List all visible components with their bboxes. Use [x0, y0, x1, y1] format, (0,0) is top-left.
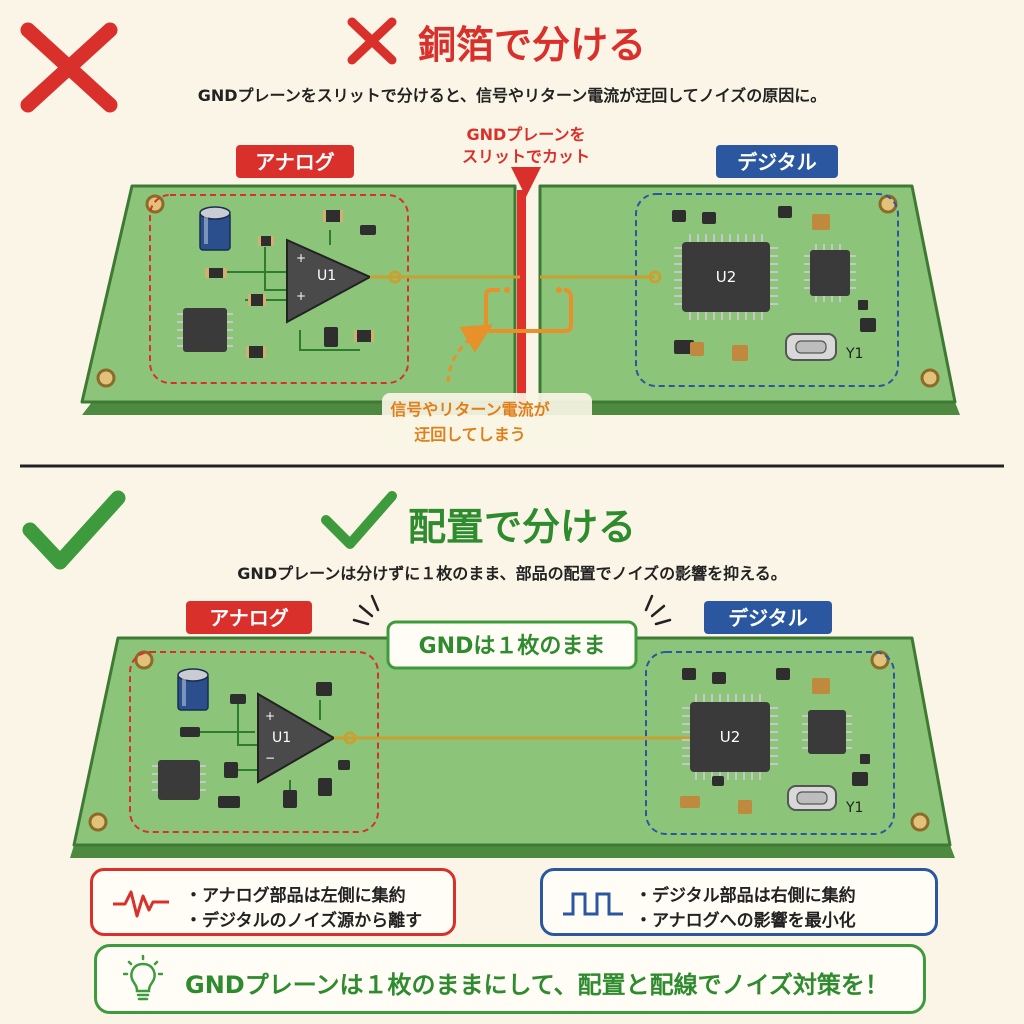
digital-wave-icon: [563, 892, 623, 916]
analog-ic: [177, 308, 233, 352]
analog-notes-box: ・アナログ部品は左側に集約 ・デジタルのノイズ源から離す: [90, 868, 456, 936]
svg-text:+: +: [296, 289, 306, 303]
signal-trace-bottom: [334, 731, 690, 745]
svg-text:GNDプレーンを: GNDプレーンを: [466, 125, 585, 144]
gnd-single-badge: GNDは１枚のまま: [352, 594, 672, 670]
svg-text:スリットでカット: スリットでカット: [462, 147, 590, 166]
svg-text:Y1: Y1: [845, 346, 863, 362]
analog-note-2: ・デジタルのノイズ源から離す: [185, 911, 423, 931]
analog-note-1: ・アナログ部品は左側に集約: [185, 886, 406, 906]
analog-label: アナログ: [236, 145, 354, 178]
svg-text:U1: U1: [317, 268, 336, 284]
digital-note-2: ・アナログへの影響を最小化: [635, 911, 856, 931]
svg-text:U1: U1: [272, 730, 291, 746]
svg-text:アナログ: アナログ: [255, 150, 335, 174]
digital-notes-box: ・デジタル部品は右側に集約 ・アナログへの影響を最小化: [540, 868, 938, 936]
digital-zone: [635, 193, 899, 387]
tip-box: GNDプレーンは１枚のままにして、配置と配線でノイズ対策を！: [94, 944, 926, 1014]
digital-ic-bottom: [802, 710, 852, 754]
signal-trace: [370, 270, 662, 284]
mcu-u2-bottom: U2: [682, 694, 778, 780]
electrolytic-capacitor-bottom: [177, 668, 209, 711]
electrolytic-capacitor: [199, 206, 231, 251]
gnd-slit: [517, 190, 526, 412]
crystal-y1: Y1: [785, 333, 863, 362]
opamp-u1-bottom: U1 + −: [257, 692, 336, 784]
svg-text:Y1: Y1: [845, 800, 863, 816]
check-icon: [22, 490, 126, 570]
svg-text:デジタル: デジタル: [728, 606, 808, 630]
good-subtitle: GNDプレーンは分けずに１枚のまま、部品の配置でノイズの影響を抑える。: [237, 564, 786, 583]
analog-zone-bottom: [129, 651, 379, 833]
cross-icon: [20, 22, 118, 113]
mcu-u2: U2: [674, 234, 778, 320]
good-title-check-icon: [321, 491, 397, 549]
bad-title: 銅箔で分ける: [418, 23, 646, 67]
svg-text:+: +: [265, 709, 275, 723]
digital-note-1: ・デジタル部品は右側に集約: [635, 886, 856, 906]
analog-wave-icon: [113, 890, 169, 918]
opamp-u1: U1 + +: [286, 238, 373, 324]
digital-smd-parts-bottom: [680, 668, 870, 814]
bad-example-section: 銅箔で分ける GNDプレーンをスリットで分けると、信号やリターン電流が迂回してノ…: [20, 17, 960, 449]
svg-text:デジタル: デジタル: [737, 150, 817, 174]
tip-text: GNDプレーンは１枚のままにして、配置と配線でノイズ対策を！: [185, 971, 889, 999]
analog-smd-parts-bottom: [180, 682, 350, 808]
bad-title-cross-icon: [347, 17, 397, 65]
svg-text:信号やリターン電流が: 信号やリターン電流が: [390, 400, 549, 419]
detour-callout: 信号やリターン電流が 迂回してしまう: [382, 393, 592, 449]
analog-zone: [149, 194, 409, 384]
lightbulb-icon: [123, 954, 163, 1001]
svg-text:迂回してしまう: 迂回してしまう: [414, 425, 526, 444]
svg-text:+: +: [296, 251, 306, 265]
digital-zone-bottom: [645, 651, 895, 835]
svg-text:U2: U2: [720, 728, 741, 746]
bad-subtitle: GNDプレーンをスリットで分けると、信号やリターン電流が迂回してノイズの原因に。: [198, 86, 827, 105]
digital-ic: [804, 244, 856, 302]
digital-label-bottom: デジタル: [704, 601, 832, 634]
svg-text:アナログ: アナログ: [209, 606, 289, 630]
svg-text:−: −: [265, 751, 275, 765]
good-example-section: 配置で分ける GNDプレーンは分けずに１枚のまま、部品の配置でノイズの影響を抑え…: [22, 490, 955, 858]
svg-text:U2: U2: [716, 268, 737, 286]
crystal-y1-bottom: Y1: [787, 785, 863, 816]
analog-label-bottom: アナログ: [186, 601, 312, 634]
good-title: 配置で分ける: [408, 505, 636, 549]
digital-smd-parts: [672, 206, 876, 361]
return-current-detour: [446, 287, 573, 383]
slit-callout: GNDプレーンを スリットでカット: [462, 125, 590, 197]
digital-label: デジタル: [716, 145, 838, 178]
mounting-holes-bottom: [88, 650, 930, 832]
svg-text:GNDは１枚のまま: GNDは１枚のまま: [419, 633, 606, 659]
analog-ic-bottom: [152, 760, 206, 800]
analog-smd-parts: [205, 210, 376, 358]
